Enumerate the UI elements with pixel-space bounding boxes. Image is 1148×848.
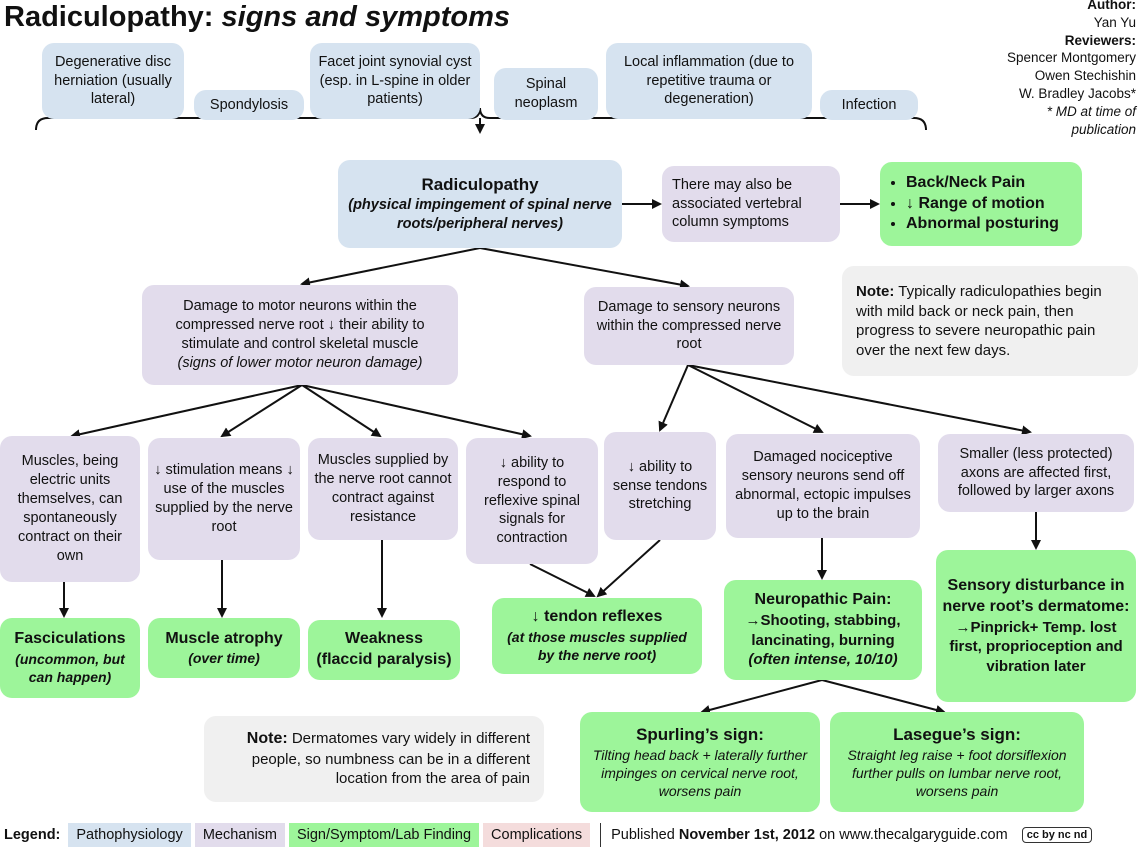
sign-lasegue-title: Lasegue’s sign:	[893, 724, 1021, 744]
sign-tendon-reflexes-title: ↓ tendon reflexes	[531, 608, 663, 626]
note-bottom-text: Dermatomes vary widely in different peop…	[251, 730, 530, 788]
author-name: Yan Yu	[1093, 14, 1136, 30]
cause-spondylosis: Spondylosis	[194, 90, 304, 120]
title-main: Radiculopathy:	[4, 1, 214, 33]
sign-fasciculations-title: Fasciculations	[14, 630, 126, 648]
cause-facet-cyst: Facet joint synovial cyst (esp. in L-spi…	[310, 43, 480, 119]
mech-cannot-contract-text: Muscles supplied by the nerve root canno…	[314, 452, 452, 525]
reviewers-label: Reviewers:	[1064, 32, 1136, 48]
mech-sense-stretching-text: ↓ ability to sense tendons stretching	[612, 458, 708, 513]
vertebral-symptoms-box: There may also be associated vertebral c…	[662, 166, 840, 242]
title-sub: signs and symptoms	[221, 1, 510, 33]
note-top-label: Note:	[856, 283, 895, 300]
note-bottom: Note: Dermatomes vary widely in differen…	[204, 716, 544, 802]
sign-spurling: Spurling’s sign: Tilting head back + lat…	[580, 712, 820, 812]
reviewer-2: Owen Stechishin	[1034, 68, 1136, 84]
cause-local-inflammation: Local inflammation (due to repetitive tr…	[606, 43, 812, 119]
radiculopathy-subtitle: (physical impingement of spinal nerve ro…	[348, 197, 612, 233]
published-prefix: Published	[611, 827, 675, 843]
sensory-damage-text: Damage to sensory neurons within the com…	[596, 298, 782, 353]
cause-spinal-neoplasm: Spinal neoplasm	[494, 68, 598, 120]
vertebral-symptoms-text: There may also be associated vertebral c…	[672, 176, 802, 231]
radiculopathy-box: Radiculopathy (physical impingement of s…	[338, 160, 622, 248]
note-top-content: Note: Typically radiculopathies begin wi…	[856, 282, 1124, 360]
sign-fasciculations: Fasciculations (uncommon, but can happen…	[0, 618, 140, 698]
footnote-line-2: publication	[1071, 121, 1136, 137]
mech-stimulation-text: ↓ stimulation means ↓ use of the muscles…	[154, 462, 294, 535]
legend-sign: Sign/Symptom/Lab Finding	[288, 823, 480, 847]
sign-range-of-motion: ↓ Range of motion	[906, 194, 1059, 215]
note-bottom-content: Note: Dermatomes vary widely in differen…	[218, 729, 530, 789]
sign-neuropathic-pain-title: Neuropathic Pain:	[754, 591, 892, 609]
sign-muscle-atrophy-sub: (over time)	[188, 650, 260, 667]
legend-pathophysiology: Pathophysiology	[68, 823, 191, 847]
page-title: Radiculopathy: signs and symptoms	[4, 0, 510, 35]
motor-damage-text: Damage to motor neurons within the compr…	[175, 298, 425, 352]
cause-facet-cyst-text: Facet joint synovial cyst (esp. in L-spi…	[318, 53, 472, 108]
vertebral-signs-box: Back/Neck Pain ↓ Range of motion Abnorma…	[880, 162, 1082, 246]
motor-damage-sub: (signs of lower motor neuron damage)	[177, 354, 423, 371]
legend-label: Legend:	[4, 827, 61, 843]
sign-lasegue: Lasegue’s sign: Straight leg raise + foo…	[830, 712, 1084, 812]
sign-sensory-disturbance-title: Sensory disturbance in nerve root’s derm…	[942, 576, 1130, 615]
cc-license-icon: cc by nc nd	[1021, 827, 1093, 843]
authors-block: Author: Yan Yu Reviewers: Spencer Montgo…	[1007, 0, 1136, 139]
reviewer-1: Spencer Montgomery	[1006, 50, 1136, 66]
legend-complications: Complications	[483, 823, 591, 847]
note-bottom-label: Note:	[246, 730, 288, 748]
mech-nociceptive-text: Damaged nociceptive sensory neurons send…	[735, 449, 911, 522]
sign-muscle-atrophy: Muscle atrophy (over time)	[148, 618, 300, 678]
cause-spinal-neoplasm-text: Spinal neoplasm	[514, 76, 578, 111]
vertebral-signs-list: Back/Neck Pain ↓ Range of motion Abnorma…	[886, 173, 1059, 235]
cause-local-inflammation-text: Local inflammation (due to repetitive tr…	[623, 53, 795, 108]
sign-muscle-atrophy-title: Muscle atrophy	[165, 629, 283, 647]
note-top: Note: Typically radiculopathies begin wi…	[842, 266, 1138, 376]
cause-disc-herniation: Degenerative disc herniation (usually la…	[42, 43, 184, 119]
reviewer-3: W. Bradley Jacobs*	[1018, 86, 1136, 102]
mech-electric-units-text: Muscles, being electric units themselves…	[17, 453, 123, 564]
sensory-damage-box: Damage to sensory neurons within the com…	[584, 287, 794, 365]
sign-tendon-reflexes: ↓ tendon reflexes (at those muscles supp…	[492, 598, 702, 674]
sign-neuropathic-pain: Neuropathic Pain: →Shooting, stabbing, l…	[724, 580, 922, 680]
cause-spondylosis-text: Spondylosis	[209, 96, 289, 113]
sign-sensory-disturbance-desc: →Pinprick+ Temp. lost first, propriocept…	[949, 618, 1123, 675]
sign-weakness-title: Weakness	[345, 630, 423, 648]
mech-sense-stretching: ↓ ability to sense tendons stretching	[604, 432, 716, 540]
mech-smaller-axons: Smaller (less protected) axons are affec…	[938, 434, 1134, 512]
sign-lasegue-sub: Straight leg raise + foot dorsiflexion f…	[847, 746, 1067, 800]
mech-stimulation: ↓ stimulation means ↓ use of the muscles…	[148, 438, 300, 560]
note-top-text: Typically radiculopathies begin with mil…	[856, 283, 1102, 359]
sign-spurling-title: Spurling’s sign:	[636, 724, 764, 744]
mech-reflexive-signals: ↓ ability to respond to reflexive spinal…	[466, 438, 598, 564]
cause-infection-text: Infection	[841, 96, 897, 113]
sign-weakness-sub: (flaccid paralysis)	[316, 651, 452, 668]
mech-reflexive-signals-text: ↓ ability to respond to reflexive spinal…	[484, 454, 580, 547]
sign-sensory-disturbance: Sensory disturbance in nerve root’s derm…	[936, 550, 1136, 702]
published-date: November 1st, 2012	[678, 827, 816, 843]
sign-neuropathic-pain-sub: (often intense, 10/10)	[748, 651, 898, 669]
cause-disc-herniation-text: Degenerative disc herniation (usually la…	[54, 53, 172, 108]
published-site: on www.thecalgaryguide.com	[819, 827, 1008, 843]
footnote-line-1: * MD at time of	[1046, 103, 1136, 119]
author-label: Author:	[1087, 0, 1136, 12]
mech-cannot-contract: Muscles supplied by the nerve root canno…	[308, 438, 458, 540]
sign-fasciculations-sub: (uncommon, but can happen)	[15, 651, 125, 686]
sign-spurling-sub: Tilting head back + laterally further im…	[592, 746, 808, 800]
sign-back-neck-pain: Back/Neck Pain	[906, 173, 1059, 194]
radiculopathy-title: Radiculopathy	[421, 175, 539, 195]
sign-neuropathic-pain-desc: →Shooting, stabbing, lancinating, burnin…	[745, 612, 901, 649]
legend-divider	[600, 823, 602, 847]
mech-smaller-axons-text: Smaller (less protected) axons are affec…	[957, 445, 1115, 500]
legend-bar: Legend: Pathophysiology Mechanism Sign/S…	[0, 822, 1148, 848]
sign-abnormal-posturing: Abnormal posturing	[906, 214, 1059, 235]
motor-damage-box: Damage to motor neurons within the compr…	[142, 285, 458, 385]
sign-weakness: Weakness (flaccid paralysis)	[308, 620, 460, 680]
cause-infection: Infection	[820, 90, 918, 120]
mech-electric-units: Muscles, being electric units themselves…	[0, 436, 140, 582]
mech-nociceptive: Damaged nociceptive sensory neurons send…	[726, 434, 920, 538]
sign-tendon-reflexes-sub: (at those muscles supplied by the nerve …	[507, 629, 687, 664]
legend-mechanism: Mechanism	[194, 823, 285, 847]
